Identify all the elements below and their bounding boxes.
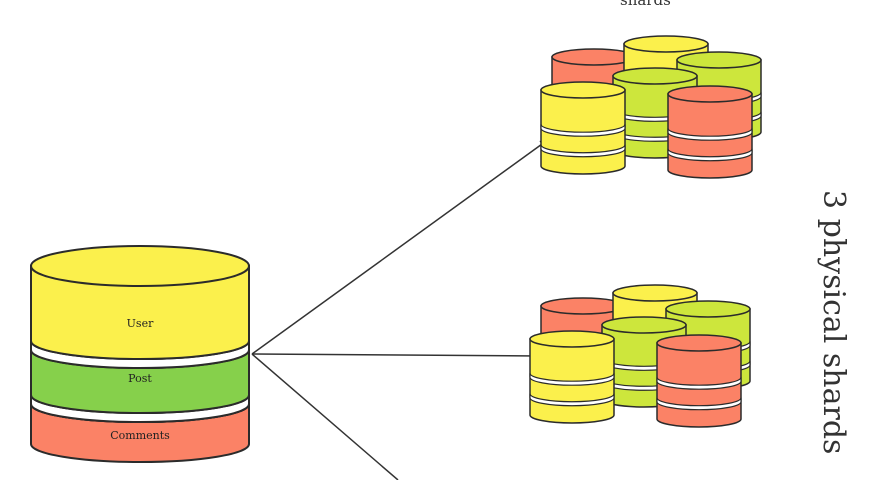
shard-cluster-2 <box>529 284 751 428</box>
shard-cyl-front-yellow-band-2 <box>529 393 615 407</box>
shard-cyl-front-yellow <box>540 81 626 175</box>
shards-label: shards <box>620 0 671 9</box>
shard-cyl-back-yellow-top <box>612 284 698 302</box>
shard-cyl-front-coral-band-1 <box>656 377 742 390</box>
shard-cluster-1 <box>540 35 762 179</box>
shard-cyl-back-lime-top <box>676 51 762 69</box>
shard-cyl-back-lime-top <box>665 300 751 318</box>
shard-cyl-front-yellow-band-2 <box>540 144 626 158</box>
user-layer <box>30 265 250 360</box>
shard-cyl-front-coral <box>667 85 753 179</box>
shard-cyl-front-coral-top <box>667 85 753 103</box>
arrow-to-shard-1 <box>251 138 550 355</box>
shard-cyl-mid-lime-top <box>612 67 698 85</box>
shard-cyl-front-yellow-band-1 <box>529 373 615 386</box>
post-label: Post <box>128 372 152 385</box>
shard-cyl-back-yellow-top <box>623 35 709 53</box>
user-layer-top <box>30 245 250 287</box>
arrows <box>251 138 550 480</box>
shard-cyl-front-yellow-band-1 <box>540 124 626 137</box>
shard-cyl-mid-lime-top <box>601 316 687 334</box>
user-label: User <box>127 317 154 330</box>
shard-cyl-front-coral-band-2 <box>656 397 742 411</box>
shard-cyl-front-yellow <box>529 330 615 424</box>
shard-cyl-front-yellow-top <box>540 81 626 99</box>
shard-cyl-front-coral-band-2 <box>667 148 753 162</box>
shard-cyl-front-coral <box>656 334 742 428</box>
comments-label: Comments <box>110 429 170 442</box>
side-title: 3 physical shards <box>811 190 851 480</box>
shard-cyl-front-yellow-top <box>529 330 615 348</box>
shard-cyl-front-coral-band-1 <box>667 128 753 141</box>
side-title-text: 3 physical shards <box>816 190 851 455</box>
arrow-to-shard-3 <box>251 353 399 480</box>
source-database: User Post Comments <box>30 245 250 463</box>
shard-cyl-front-coral-top <box>656 334 742 352</box>
arrow-to-shard-2 <box>251 351 540 360</box>
